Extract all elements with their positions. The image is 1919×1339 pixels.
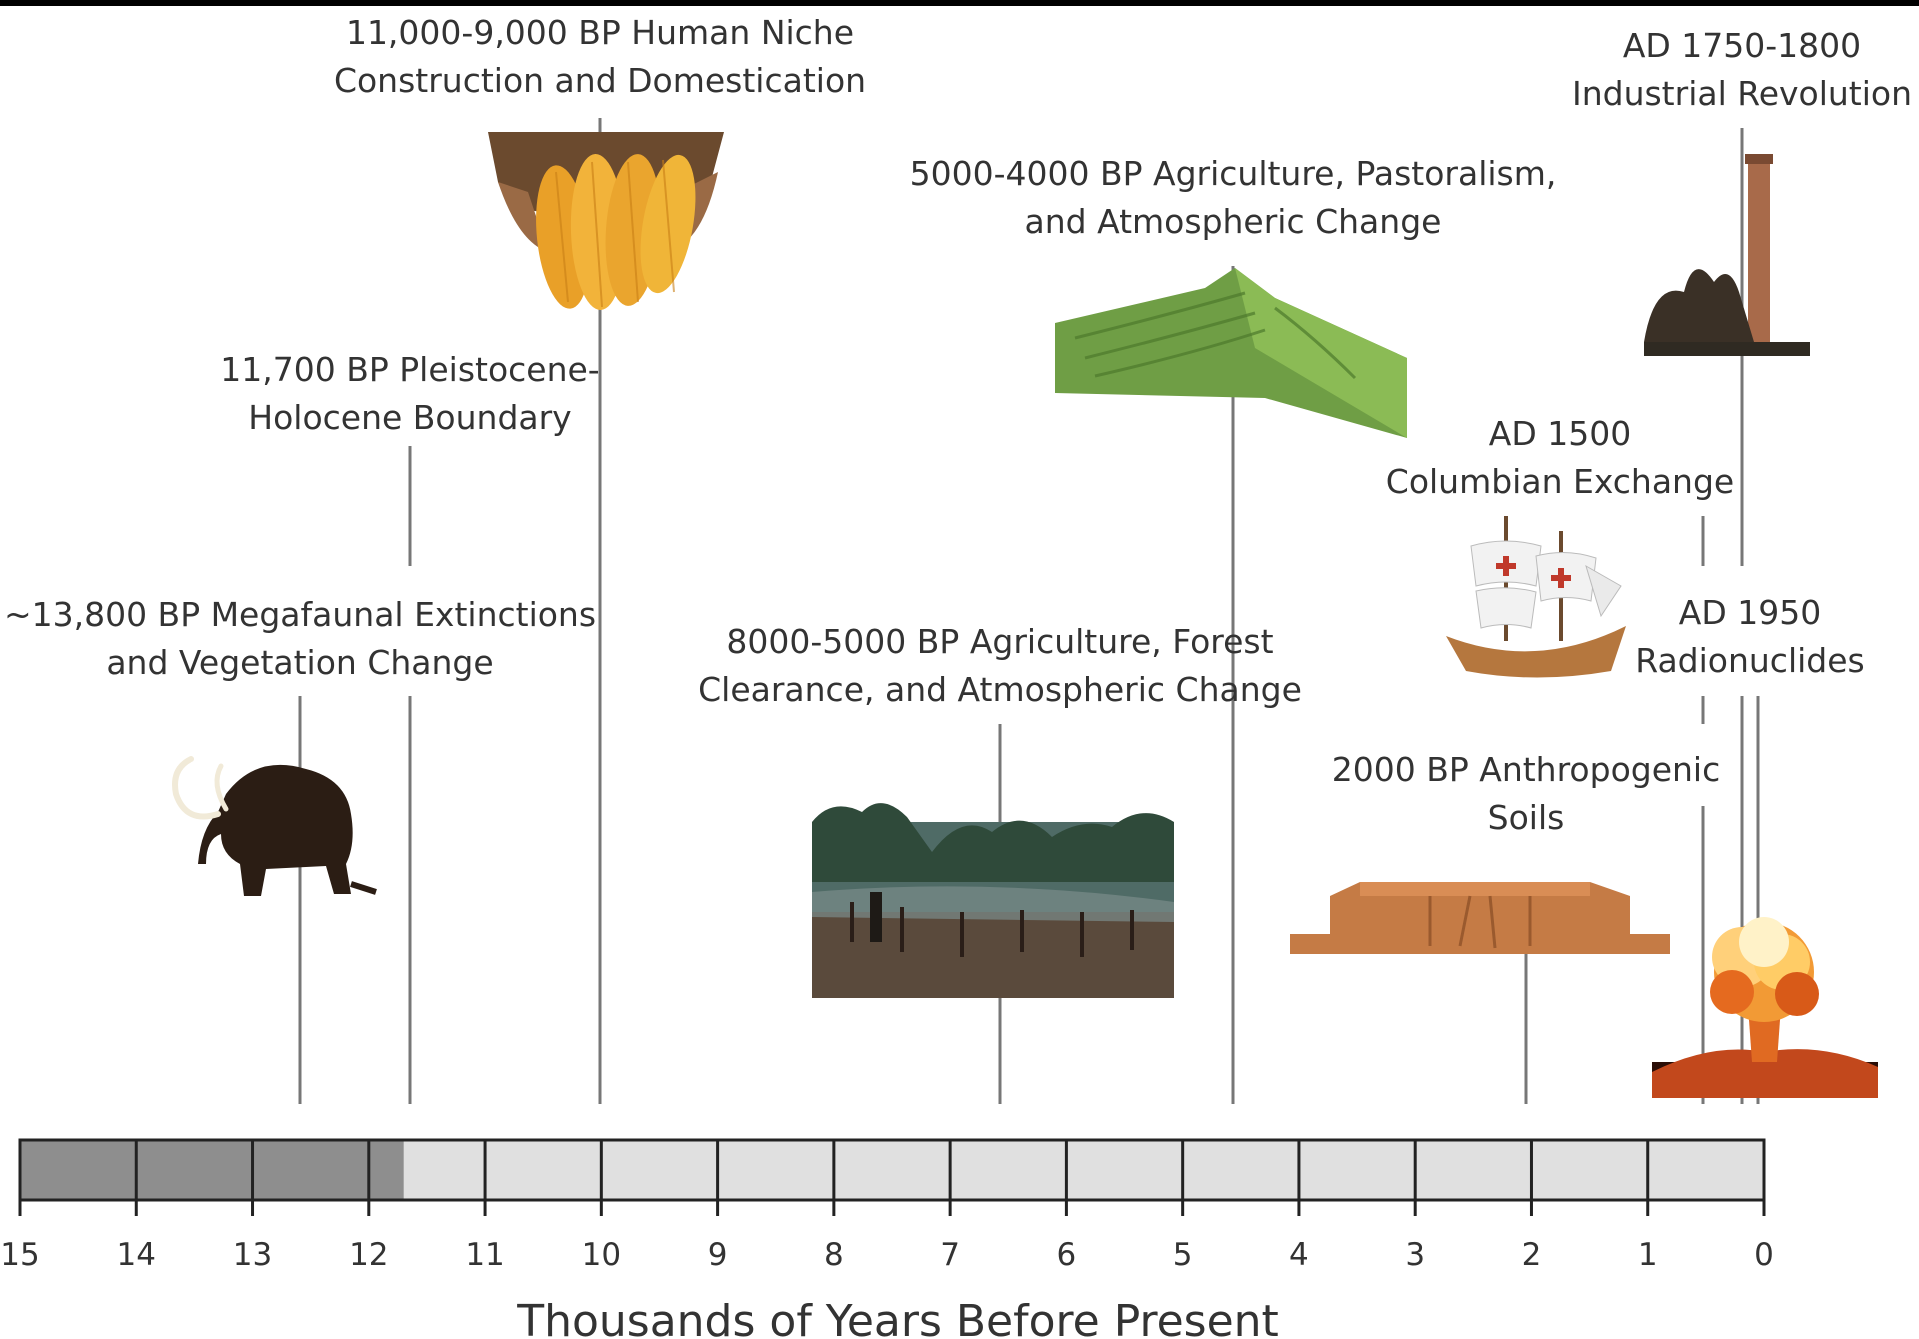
label-forest: 8000-5000 BP Agriculture, Forest Clearan…: [698, 618, 1302, 714]
label-soils: 2000 BP Anthropogenic Soils: [1332, 746, 1721, 842]
timeline-diagram: 11,000-9,000 BP Human Niche Construction…: [0, 6, 1919, 1339]
axis-tick-label: 8: [823, 1237, 844, 1273]
ship-image: [1446, 516, 1626, 678]
label-industrial: AD 1750-1800 Industrial Revolution: [1572, 22, 1912, 118]
label-line: AD 1750-1800: [1622, 26, 1862, 65]
axis-tick-label: 13: [232, 1237, 273, 1273]
label-line: AD 1950: [1678, 593, 1822, 632]
scale-ticks: [18, 1140, 1766, 1216]
label-megafauna: ~13,800 BP Megafaunal Extinctions and Ve…: [4, 591, 596, 687]
label-line: Radionuclides: [1635, 641, 1865, 680]
label-line: Holocene Boundary: [248, 398, 572, 437]
pleistocene-shade: [20, 1140, 404, 1200]
axis-tick-label: 9: [707, 1237, 728, 1273]
axis-tick-label: 14: [116, 1237, 156, 1273]
explosion-image: [1652, 917, 1878, 1098]
label-line: and Vegetation Change: [106, 643, 494, 682]
axis-tick-label: 7: [940, 1237, 960, 1273]
label-boundary: 11,700 BP Pleistocene- Holocene Boundary: [220, 346, 599, 442]
terraced-hill-image: [1055, 268, 1407, 438]
label-line: 8000-5000 BP Agriculture, Forest: [726, 622, 1274, 661]
label-line: Construction and Domestication: [333, 61, 867, 100]
axis-tick-label: 11: [465, 1237, 505, 1273]
axis-tick-label: 2: [1521, 1237, 1542, 1273]
maize-image: [488, 132, 724, 310]
axis-tick-label: 6: [1056, 1237, 1077, 1273]
label-line: Soils: [1487, 798, 1565, 837]
axis-tick-label: 0: [1754, 1237, 1774, 1273]
axis-tick-label: 15: [0, 1237, 40, 1273]
forest-clearing-image: [812, 803, 1174, 998]
chimney-image: [1644, 154, 1810, 356]
axis-tick-label: 10: [581, 1237, 622, 1273]
axis-tick-label: 12: [349, 1237, 389, 1273]
axis-title: Thousands of Years Before Present: [517, 1296, 1279, 1339]
label-columbian: AD 1500 Columbian Exchange: [1386, 410, 1734, 506]
label-line: 11,000-9,000 BP Human Niche: [345, 13, 855, 52]
axis-tick-label: 3: [1405, 1237, 1426, 1273]
label-line: ~13,800 BP Megafaunal Extinctions: [3, 595, 597, 634]
mammoth-image: [172, 756, 377, 896]
label-line: and Atmospheric Change: [1024, 202, 1442, 241]
axis-tick-label: 1: [1637, 1237, 1658, 1273]
axis-tick-label: 4: [1289, 1237, 1309, 1273]
label-radionuclides: AD 1950 Radionuclides: [1635, 589, 1865, 685]
label-line: Industrial Revolution: [1571, 74, 1913, 113]
axis-tick-label: 5: [1172, 1237, 1193, 1273]
label-pastoralism: 5000-4000 BP Agriculture, Pastoralism, a…: [910, 150, 1557, 246]
label-line: AD 1500: [1488, 414, 1632, 453]
label-line: Columbian Exchange: [1385, 462, 1735, 501]
label-line: Clearance, and Atmospheric Change: [698, 670, 1302, 709]
ziggurat-image: [1290, 882, 1670, 954]
label-domestication: 11,000-9,000 BP Human Niche Construction…: [334, 9, 866, 105]
label-line: 11,700 BP Pleistocene-: [220, 350, 600, 389]
label-line: 2000 BP Anthropogenic: [1331, 750, 1721, 789]
label-line: 5000-4000 BP Agriculture, Pastoralism,: [909, 154, 1557, 193]
time-scale-bar: [18, 1138, 1766, 1216]
